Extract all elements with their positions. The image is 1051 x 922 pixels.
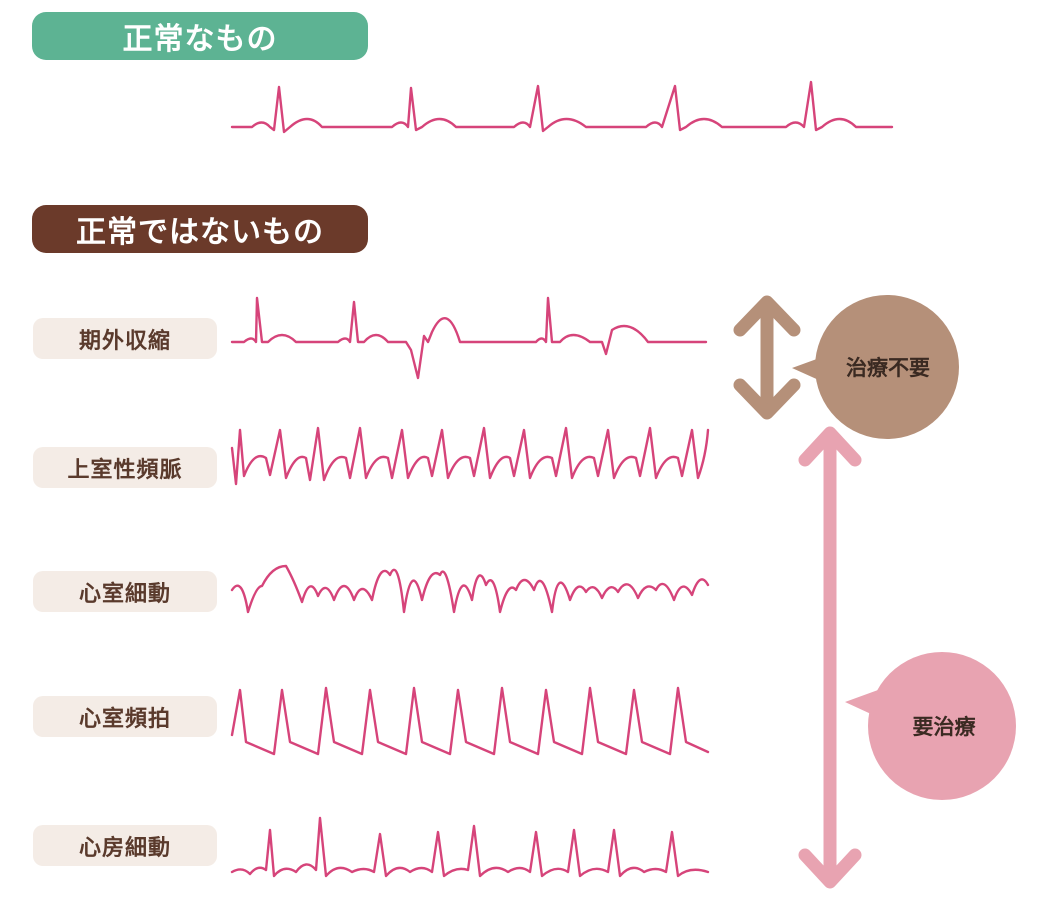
label-af: 心房細動 — [33, 825, 217, 866]
vf-wave — [230, 564, 710, 614]
label-vt: 心室頻拍 — [33, 696, 217, 737]
svt-wave — [230, 426, 710, 486]
vt-wave — [230, 686, 710, 756]
af-wave — [230, 816, 710, 878]
no-treatment-text: 治療不要 — [846, 356, 930, 380]
label-svt: 上室性頻脈 — [33, 447, 217, 488]
needs-treatment-range-arrow — [798, 426, 862, 889]
needs-treatment-text: 要治療 — [913, 715, 977, 739]
premature-contraction-wave — [230, 296, 708, 380]
normal-ecg-wave — [230, 80, 894, 134]
no-treatment-range-arrow — [733, 295, 801, 420]
label-vf: 心室細動 — [33, 571, 217, 612]
label-premature-contraction: 期外収縮 — [33, 318, 217, 359]
normal-header: 正常なもの — [32, 12, 368, 60]
abnormal-header: 正常ではないもの — [32, 205, 368, 253]
no-treatment-bubble — [792, 295, 959, 439]
needs-treatment-bubble — [845, 652, 1016, 800]
